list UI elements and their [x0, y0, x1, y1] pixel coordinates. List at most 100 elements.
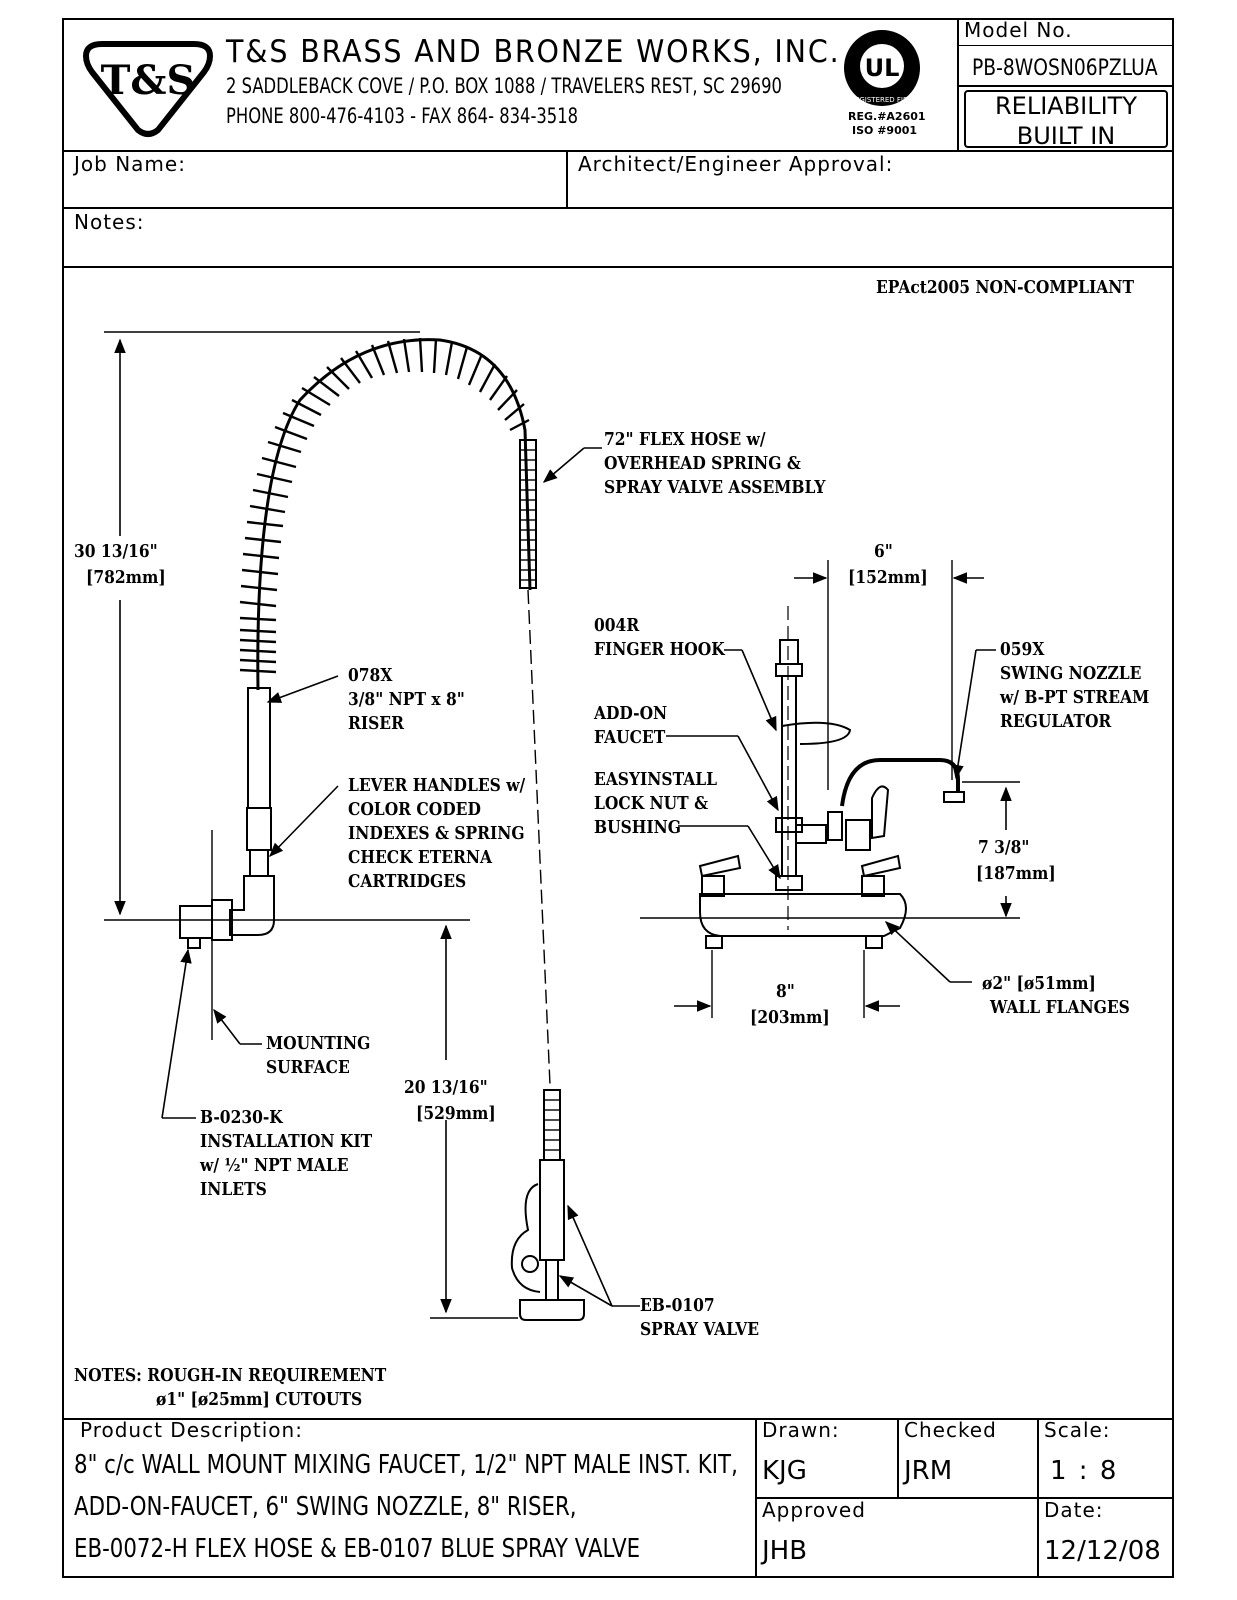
company-name: T&S BRASS AND BRONZE WORKS, INC.	[226, 34, 841, 70]
footer-checked-divider	[897, 1418, 899, 1498]
job-name-label: Job Name:	[74, 152, 186, 176]
callout-line: 72" FLEX HOSE w/	[604, 429, 766, 450]
ul-mark: UL	[865, 54, 900, 82]
height-dimension-in: 30 13/16"	[74, 541, 158, 562]
spray-valve-callout: EB-0107 SPRAY VALVE	[640, 1294, 778, 1342]
model-number: PB-8WOSN06PZLUA	[972, 56, 1158, 81]
job-row-rule	[62, 207, 1174, 209]
callout-line: REGULATOR	[1000, 711, 1112, 732]
rough-in-notes: NOTES: ROUGH-IN REQUIREMENT ø1" [ø25mm] …	[74, 1364, 437, 1412]
flex-hose-callout: 72" FLEX HOSE w/ OVERHEAD SPRING & SPRAY…	[604, 428, 861, 500]
approved-label: Approved	[762, 1498, 866, 1522]
scale-value: 1 : 8	[1050, 1456, 1119, 1486]
lever-handles-callout: LEVER HANDLES w/ COLOR CODED INDEXES & S…	[348, 774, 554, 894]
callout-line: 004R	[594, 615, 640, 636]
reliability-badge	[964, 90, 1168, 148]
easyinstall-callout: EASYINSTALL LOCK NUT & BUSHING	[594, 768, 737, 840]
architect-label: Architect/Engineer Approval:	[578, 152, 894, 176]
date-value: 12/12/08	[1044, 1536, 1161, 1566]
riser-callout: 078X 3/8" NPT x 8" RISER	[348, 664, 484, 736]
footer-mid-rule	[755, 1497, 1174, 1499]
callout-line: MOUNTING	[266, 1033, 371, 1054]
center-dimension-mm: [203mm]	[750, 1007, 830, 1028]
nozzle-width-in: 6"	[874, 541, 893, 562]
header-bottom-rule	[62, 150, 1174, 152]
callout-line: SWING NOZZLE	[1000, 663, 1142, 684]
callout-line: LEVER HANDLES w/	[348, 775, 526, 796]
logo-text: T&S	[101, 57, 196, 104]
callout-line: FAUCET	[594, 727, 666, 748]
callout-line: CARTRIDGES	[348, 871, 467, 892]
ul-registered-seal: UL REGISTERED FIRM	[844, 30, 920, 106]
callout-line: w/ ½" NPT MALE	[200, 1155, 349, 1176]
callout-line: FINGER HOOK	[594, 639, 725, 660]
callout-line: BUSHING	[594, 817, 682, 838]
callout-line: SPRAY VALVE	[640, 1319, 760, 1340]
note-line: ø1" [ø25mm] CUTOUTS	[156, 1389, 363, 1410]
footer-top-rule	[62, 1418, 1174, 1420]
callout-line: ø2" [ø51mm]	[982, 973, 1096, 994]
wall-flanges-callout: ø2" [ø51mm] WALL FLANGES	[982, 972, 1153, 1020]
callout-line: OVERHEAD SPRING &	[604, 453, 801, 474]
reg-number: REG.#A2601	[848, 110, 926, 123]
callout-line: INDEXES & SPRING	[348, 823, 525, 844]
callout-line: EB-0107	[640, 1295, 715, 1316]
callout-line: RISER	[348, 713, 404, 734]
swing-nozzle-callout: 059X SWING NOZZLE w/ B-PT STREAM REGULAT…	[1000, 638, 1174, 734]
mounting-surface-callout: MOUNTING SURFACE	[266, 1032, 387, 1080]
drawing-sheet	[62, 18, 1174, 1578]
notes-row-rule	[62, 266, 1174, 268]
callout-line: 3/8" NPT x 8"	[348, 689, 465, 710]
callout-line: w/ B-PT STREAM	[1000, 687, 1150, 708]
product-description-label: Product Description:	[80, 1418, 303, 1442]
ul-ring-text: REGISTERED FIRM	[850, 96, 914, 104]
note-line: NOTES: ROUGH-IN REQUIREMENT	[74, 1365, 387, 1386]
callout-line: 059X	[1000, 639, 1045, 660]
add-on-faucet-callout: ADD-ON FAUCET	[594, 702, 679, 750]
date-label: Date:	[1044, 1498, 1104, 1522]
center-dimension-in: 8"	[776, 981, 795, 1002]
model-label-rule	[957, 45, 1174, 46]
product-description-line-2: ADD-ON-FAUCET, 6" SWING NOZZLE, 8" RISER…	[74, 1492, 577, 1522]
company-address: 2 SADDLEBACK COVE / P.O. BOX 1088 / TRAV…	[226, 74, 782, 98]
callout-line: COLOR CODED	[348, 799, 481, 820]
callout-line: INLETS	[200, 1179, 267, 1200]
callout-line: SURFACE	[266, 1057, 350, 1078]
checked-value: JRM	[904, 1456, 953, 1486]
spray-height-mm: [529mm]	[416, 1103, 496, 1124]
model-label: Model No.	[964, 18, 1073, 42]
scale-label: Scale:	[1044, 1418, 1111, 1442]
iso-number: ISO #9001	[852, 124, 918, 137]
callout-line: B-0230-K	[200, 1107, 283, 1128]
installation-kit-callout: B-0230-K INSTALLATION KIT w/ ½" NPT MALE…	[200, 1106, 400, 1202]
finger-hook-callout: 004R FINGER HOOK	[594, 614, 746, 662]
notes-label: Notes:	[74, 210, 145, 234]
callout-line: INSTALLATION KIT	[200, 1131, 373, 1152]
checked-label: Checked	[904, 1418, 997, 1442]
job-divider	[566, 150, 568, 208]
callout-line: SPRAY VALVE ASSEMBLY	[604, 477, 826, 498]
badge-line-2: BUILT IN	[1016, 122, 1116, 150]
callout-line: CHECK ETERNA	[348, 847, 493, 868]
callout-line: 078X	[348, 665, 393, 686]
callout-line: LOCK NUT &	[594, 793, 709, 814]
compliance-note: EPAct2005 NON-COMPLIANT	[876, 277, 1134, 298]
outlet-height-in: 7 3/8"	[978, 837, 1030, 858]
height-dimension-mm: [782mm]	[86, 567, 166, 588]
product-description-line-3: EB-0072-H FLEX HOSE & EB-0107 BLUE SPRAY…	[74, 1534, 641, 1564]
callout-line: WALL FLANGES	[990, 997, 1130, 1018]
outlet-height-mm: [187mm]	[976, 863, 1056, 884]
ts-logo: T&S	[82, 41, 214, 137]
model-number-rule	[957, 85, 1174, 87]
approved-value: JHB	[762, 1536, 808, 1566]
callout-line: EASYINSTALL	[594, 769, 718, 790]
spray-height-in: 20 13/16"	[404, 1077, 488, 1098]
badge-line-1: RELIABILITY	[994, 92, 1138, 120]
callout-line: ADD-ON	[594, 703, 668, 724]
drawn-label: Drawn:	[762, 1418, 840, 1442]
company-phone: PHONE 800-476-4103 - FAX 864- 834-3518	[226, 104, 579, 128]
drawn-value: KJG	[762, 1456, 807, 1486]
product-description-line-1: 8" c/c WALL MOUNT MIXING FAUCET, 1/2" NP…	[74, 1450, 738, 1480]
nozzle-width-mm: [152mm]	[848, 567, 928, 588]
